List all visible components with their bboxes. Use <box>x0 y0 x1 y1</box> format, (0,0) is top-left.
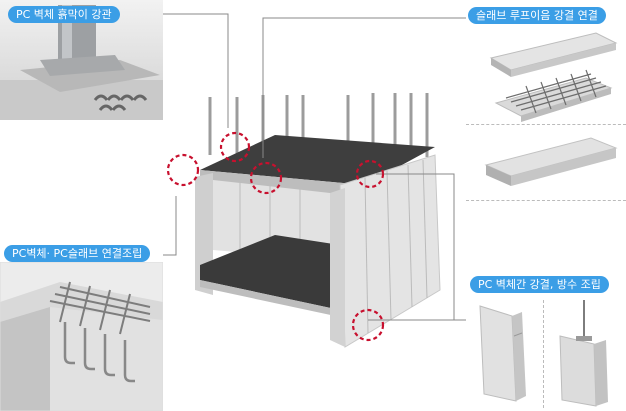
dashed-circle-icon <box>355 159 385 189</box>
dashed-circle-icon <box>249 161 283 195</box>
image-slab-with-rebar <box>466 28 626 123</box>
divider-right-mid <box>466 200 626 201</box>
photo-wall-slab-connection <box>0 262 163 411</box>
image-pc-wall-panel <box>466 296 541 411</box>
divider-right-top <box>466 124 626 125</box>
label-pc-wall-steel-pipe: PC 벽체 흙막이 강관 <box>8 6 120 23</box>
main-structure-illustration <box>165 85 465 355</box>
label-wall-slab-connection: PC벽체· PC슬래브 연결조립 <box>4 245 151 262</box>
divider-right-vertical <box>543 300 544 408</box>
rebar-icon <box>208 93 429 157</box>
image-precast-slab <box>466 130 626 195</box>
label-wall-joint-waterproof: PC 벽체간 강결, 방수 조립 <box>470 276 609 293</box>
dashed-circle-icon <box>351 308 385 342</box>
dashed-circle-icon <box>219 131 251 163</box>
image-wall-joint-assembly <box>546 296 626 411</box>
label-slab-loop-joint: 슬래브 루프이음 강결 연결 <box>468 7 606 24</box>
dashed-circle-icon <box>166 153 200 187</box>
